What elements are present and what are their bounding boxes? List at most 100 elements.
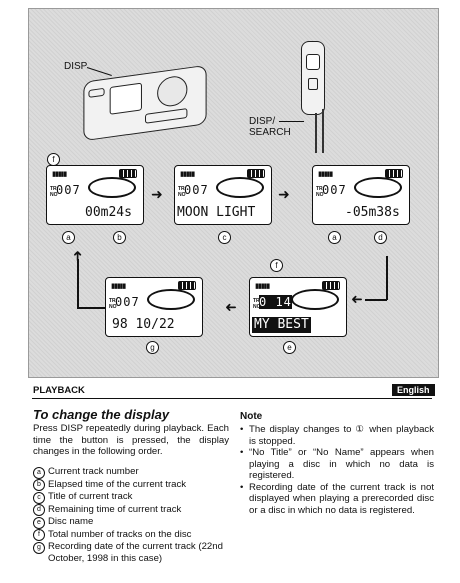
item-marker: d — [33, 504, 45, 516]
flow-line — [365, 299, 387, 301]
item-marker: g — [33, 541, 45, 554]
callout-g: g — [146, 341, 159, 354]
item-marker: b — [33, 479, 45, 491]
disp-leader-line — [86, 67, 112, 77]
disp-button-icon — [88, 87, 105, 98]
item-marker: c — [33, 491, 45, 504]
disc-ring-icon — [88, 177, 136, 198]
page-title: To change the display — [33, 407, 170, 422]
arrow-left-icon: ➜ — [351, 292, 363, 308]
item-text: Total number of tracks on the disc — [48, 528, 192, 540]
note-heading: Note — [240, 411, 263, 422]
remote-button-icon — [308, 78, 318, 90]
md-player-illustration — [83, 64, 207, 142]
callout-e: e — [283, 341, 296, 354]
item-text: Elapsed time of the current track — [48, 478, 187, 490]
callout-a: a — [328, 231, 341, 244]
track-number: 007 — [56, 183, 81, 197]
jog-dial-icon — [157, 74, 188, 109]
note-item: “No Title” or “No Name” appears when pla… — [240, 447, 434, 482]
player-screen-icon — [109, 82, 142, 115]
battery-icon — [322, 281, 340, 290]
callout-d: d — [374, 231, 387, 244]
disc-ring-icon — [291, 289, 339, 310]
remote-screen-icon — [306, 54, 320, 70]
signal-bars-icon: ▮▮▮▮▮ — [111, 283, 126, 290]
battery-icon — [119, 169, 137, 178]
disp-search-leader-line — [279, 121, 304, 122]
signal-bars-icon: ▮▮▮▮▮ — [52, 171, 67, 178]
note-item: Recording date of the current track is n… — [240, 482, 434, 517]
disp-search-label-1: DISP/ — [249, 116, 276, 127]
arrow-right-icon: ➜ — [151, 186, 163, 202]
item-marker: e — [33, 516, 45, 529]
disc-ring-icon — [354, 177, 402, 198]
item-text: Remaining time of current track — [48, 503, 182, 515]
display-main-text: -05m38s — [345, 205, 400, 220]
battery-icon — [178, 281, 196, 290]
battery-icon — [385, 169, 403, 178]
language-badge: English — [392, 384, 435, 396]
disp-label: DISP — [64, 61, 88, 72]
item-text: Recording date of the current track (22n… — [48, 541, 223, 564]
arrow-left-icon: ➜ — [225, 300, 237, 316]
item-marker: f — [33, 529, 45, 541]
item-marker: a — [33, 466, 45, 479]
disc-ring-icon — [147, 289, 195, 310]
disc-ring-icon — [216, 177, 264, 198]
player-buttons-icon — [145, 108, 188, 124]
total-tracks: 0 14 — [259, 295, 292, 309]
item-text: Current track number — [48, 466, 139, 477]
flow-line — [77, 259, 79, 309]
track-number: 007 — [115, 295, 140, 309]
header-divider — [32, 398, 432, 399]
track-number: 007 — [322, 183, 347, 197]
display-main-text: 00m24s — [85, 205, 132, 220]
item-text: Disc name — [48, 516, 94, 527]
display-main-text: 98 10/22 — [112, 317, 175, 332]
signal-bars-icon: ▮▮▮▮▮ — [180, 171, 195, 178]
display-main-text: MOON LIGHT — [177, 205, 256, 220]
callout-a: a — [62, 231, 75, 244]
flow-line — [77, 307, 105, 309]
signal-bars-icon: ▮▮▮▮▮ — [318, 171, 333, 178]
section-heading: PLAYBACK — [33, 385, 85, 396]
flow-line — [386, 256, 388, 300]
track-number: 007 — [184, 183, 209, 197]
remote-cord-icon — [315, 113, 317, 153]
disp-search-label-2: SEARCH — [249, 127, 291, 138]
remote-control-illustration — [301, 41, 325, 115]
note-item: The display changes to ① when playback i… — [240, 424, 434, 447]
intro-paragraph: Press DISP repeatedly during playback. E… — [33, 423, 229, 457]
notes-list: The display changes to ① when playback i… — [240, 424, 434, 516]
display-main-text: MY BEST — [252, 317, 311, 333]
signal-bars-icon: ▮▮▮▮▮ — [255, 283, 270, 290]
callout-f: f — [270, 259, 283, 272]
callout-b: b — [113, 231, 126, 244]
arrow-up-icon: ➜ — [68, 250, 85, 262]
item-text: Title of current track — [48, 491, 133, 502]
arrow-right-icon: ➜ — [278, 186, 290, 202]
callout-c: c — [218, 231, 231, 244]
remote-cord-icon — [322, 109, 324, 153]
battery-icon — [247, 169, 265, 178]
